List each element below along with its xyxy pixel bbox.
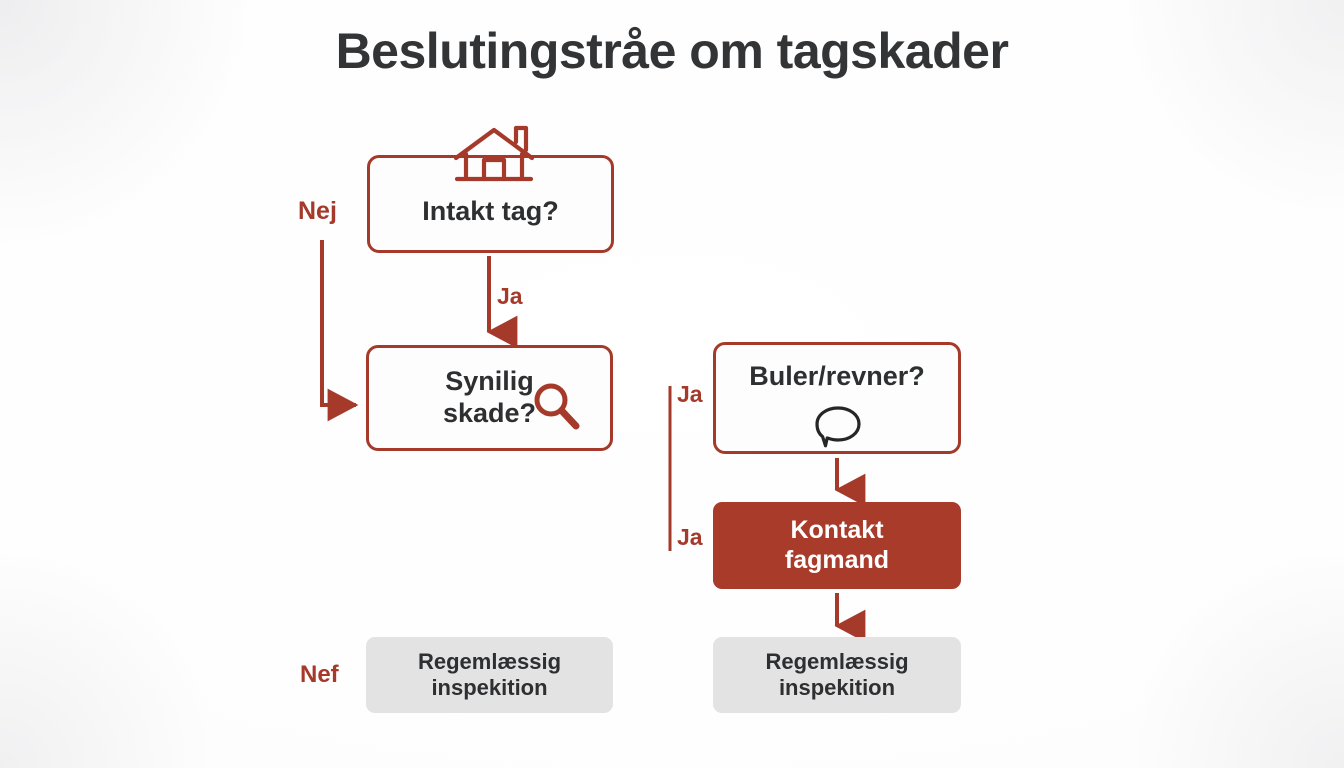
edge-label-ja-right-top: Ja bbox=[677, 381, 703, 407]
edge-label-ja-middle: Ja bbox=[497, 283, 523, 309]
node-label-line-1: Regemlæssig bbox=[765, 649, 909, 675]
outcome-node-inspektion-left[interactable]: Regemlæssig inspekition bbox=[366, 637, 613, 713]
node-label-line-1: Synilig bbox=[445, 366, 534, 397]
speech-bubble-icon bbox=[813, 404, 863, 450]
node-label-line-2: skade? bbox=[442, 398, 537, 428]
node-label-line-2: inspekition bbox=[778, 675, 896, 700]
magnifier-icon bbox=[528, 378, 584, 434]
node-label-inspektion-left: Regemlæssig inspekition bbox=[418, 649, 561, 701]
node-label-line-2: fagmand bbox=[784, 545, 890, 574]
page-title: Beslutingstråe om tagskader bbox=[335, 23, 1009, 79]
house-icon bbox=[446, 124, 542, 186]
outcome-node-inspektion-right[interactable]: Regemlæssig inspekition bbox=[713, 637, 961, 713]
action-node-kontakt-fagmand[interactable]: Kontakt fagmand bbox=[713, 502, 961, 589]
node-label-synlig-skade: Synilig skade? bbox=[443, 366, 536, 430]
edge-nej-intakt-to-synlig bbox=[320, 240, 359, 422]
edge-label-nej: Nej bbox=[298, 197, 337, 225]
edge-label-nef: Nef bbox=[300, 661, 339, 688]
node-label-line-2: inspekition bbox=[431, 675, 548, 700]
node-label-intakt-tag: Intakt tag? bbox=[422, 196, 559, 227]
node-label-inspektion-right: Regemlæssig inspekition bbox=[765, 649, 908, 701]
node-label-line-1: Regemlæssig bbox=[417, 649, 562, 675]
edge-label-ja-right-bottom: Ja bbox=[677, 524, 703, 550]
node-label-kontakt-fagmand: Kontakt fagmand bbox=[785, 516, 889, 575]
node-label-line-1: Kontakt bbox=[790, 516, 884, 544]
node-label-buler-revner: Buler/revner? bbox=[749, 361, 925, 392]
